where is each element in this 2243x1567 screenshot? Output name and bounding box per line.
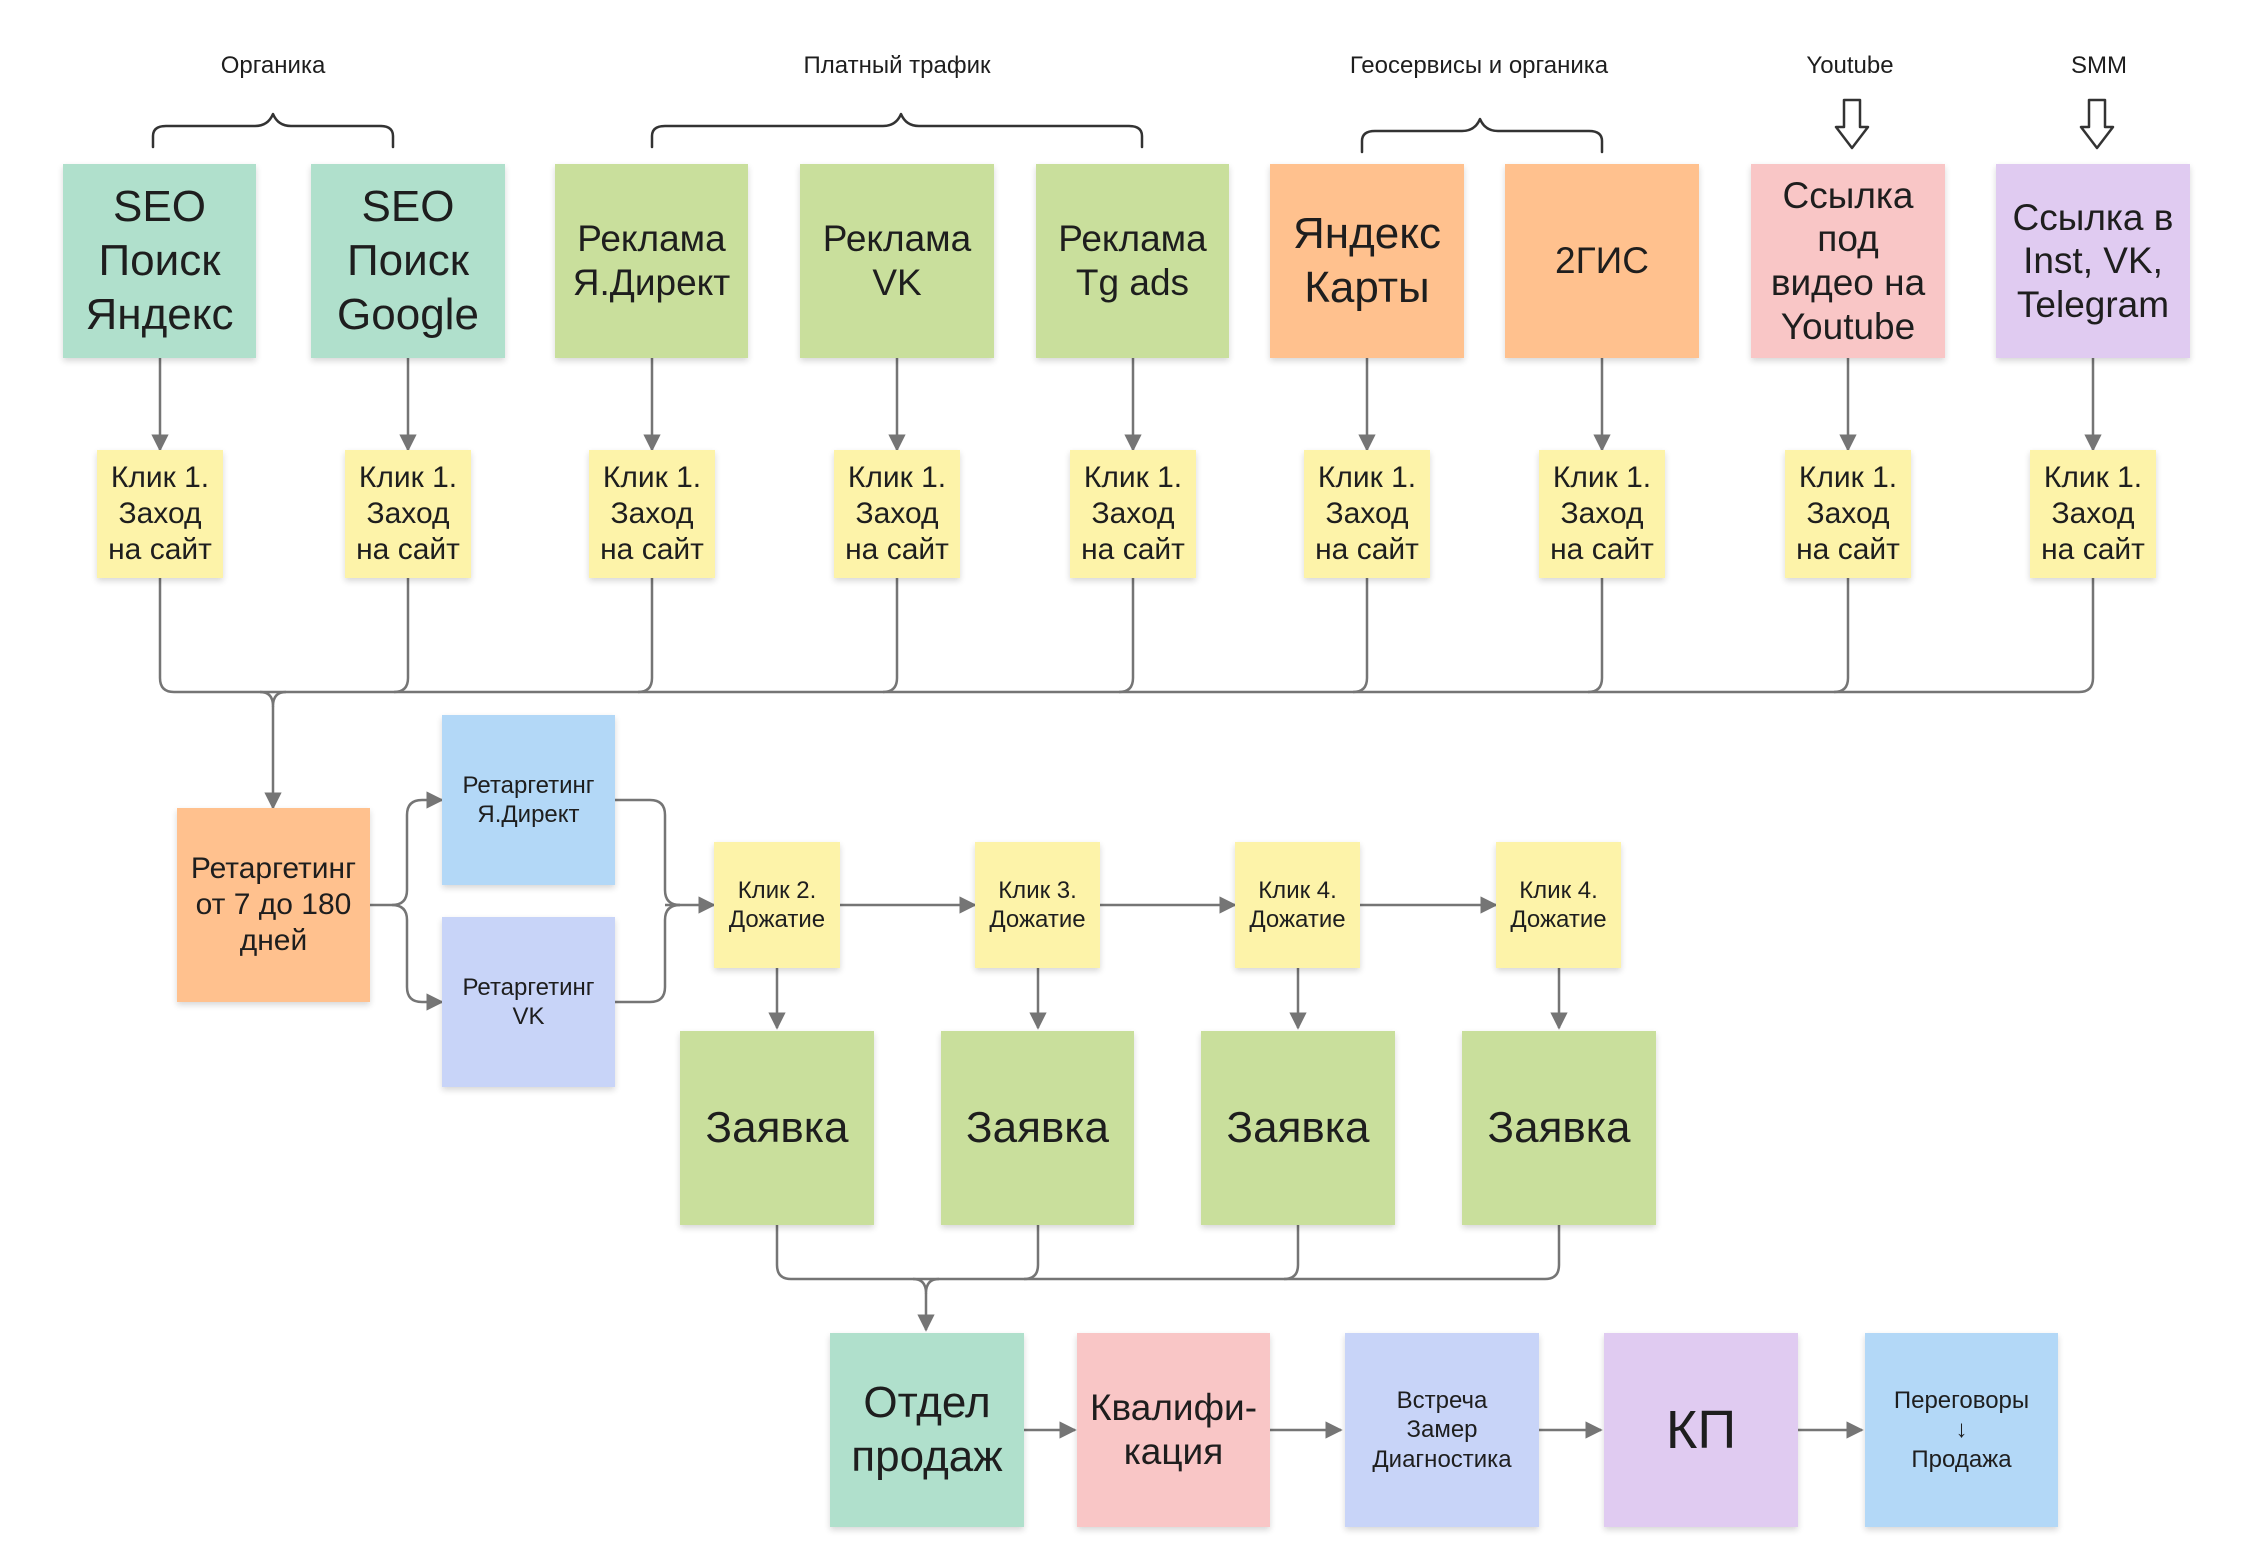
followup-click4b: Клик 4. Дожатие bbox=[1496, 842, 1621, 968]
click1-note: Клик 1. Заход на сайт bbox=[589, 450, 715, 578]
merge-drop bbox=[882, 578, 899, 694]
retarget-main: Ретаргетинг от 7 до 180 дней bbox=[177, 808, 370, 1002]
source-youtube-link: Ссылка под видео на Youtube bbox=[1751, 164, 1945, 358]
source-seo-google: SEO Поиск Google bbox=[311, 164, 505, 358]
sales-department: Отдел продаж bbox=[830, 1333, 1024, 1527]
merge-drop bbox=[1118, 578, 1135, 694]
join-retarget-yandex bbox=[615, 798, 681, 907]
group-label-youtube: Youtube bbox=[1806, 52, 1894, 79]
group-label-organic: Органика bbox=[220, 52, 326, 79]
youtube-arrow-icon bbox=[1834, 98, 1870, 150]
click1-note: Клик 1. Заход на сайт bbox=[834, 450, 960, 578]
sales-kp: КП bbox=[1604, 1333, 1798, 1527]
click1-note: Клик 1. Заход на сайт bbox=[1785, 450, 1911, 578]
source-seo-yandex: SEO Поиск Яндекс bbox=[63, 164, 256, 358]
retarget-yandex: Ретаргетинг Я.Директ bbox=[442, 715, 615, 885]
lead-note: Заявка bbox=[680, 1031, 874, 1225]
click1-note: Клик 1. Заход на сайт bbox=[2030, 450, 2156, 578]
click1-note: Клик 1. Заход на сайт bbox=[1070, 450, 1196, 578]
merge-drop bbox=[637, 578, 654, 694]
retarget-vk: Ретаргетинг VK bbox=[442, 917, 615, 1087]
merge-junction bbox=[259, 690, 287, 708]
sales-meeting: Встреча Замер Диагностика bbox=[1345, 1333, 1539, 1527]
source-yandex-maps: Яндекс Карты bbox=[1270, 164, 1464, 358]
join-retarget-vk bbox=[615, 903, 681, 1004]
merge-bus-click1 bbox=[158, 578, 2095, 694]
source-ads-yandex: Реклама Я.Директ bbox=[555, 164, 748, 358]
merge-drop bbox=[393, 578, 410, 694]
lead-note: Заявка bbox=[941, 1031, 1134, 1225]
click1-note: Клик 1. Заход на сайт bbox=[1539, 450, 1665, 578]
brace-organic bbox=[151, 112, 395, 149]
merge-drop bbox=[1587, 578, 1604, 694]
group-label-smm: SMM bbox=[2071, 52, 2127, 79]
group-label-geo: Геосервисы и органика bbox=[1349, 52, 1609, 79]
smm-arrow-icon bbox=[2079, 98, 2115, 150]
click1-note: Клик 1. Заход на сайт bbox=[345, 450, 471, 578]
followup-click2: Клик 2. Дожатие bbox=[714, 842, 840, 968]
brace-geo bbox=[1360, 117, 1604, 154]
sales-qualification: Квалифи- кация bbox=[1077, 1333, 1270, 1527]
followup-click4: Клик 4. Дожатие bbox=[1235, 842, 1360, 968]
click1-note: Клик 1. Заход на сайт bbox=[97, 450, 223, 578]
click1-note: Клик 1. Заход на сайт bbox=[1304, 450, 1430, 578]
split-retarget-yandex bbox=[370, 791, 444, 907]
brace-paid bbox=[650, 112, 1144, 149]
merge-bus-leads bbox=[775, 1225, 1561, 1281]
followup-click3: Клик 3. Дожатие bbox=[975, 842, 1100, 968]
split-retarget-vk bbox=[391, 903, 444, 1011]
source-2gis: 2ГИС bbox=[1505, 164, 1699, 358]
group-label-paid: Платный трафик bbox=[803, 52, 991, 79]
source-smm-link: Ссылка в Inst, VK, Telegram bbox=[1996, 164, 2190, 358]
merge-junction bbox=[912, 1277, 940, 1295]
lead-note: Заявка bbox=[1462, 1031, 1656, 1225]
merge-drop bbox=[1352, 578, 1369, 694]
source-ads-tg: Реклама Tg ads bbox=[1036, 164, 1229, 358]
merge-drop bbox=[1023, 1225, 1040, 1281]
merge-drop bbox=[1833, 578, 1850, 694]
lead-note: Заявка bbox=[1201, 1031, 1395, 1225]
sales-negotiation: Переговоры ↓ Продажа bbox=[1865, 1333, 2058, 1527]
source-ads-vk: Реклама VK bbox=[800, 164, 994, 358]
merge-drop bbox=[1283, 1225, 1300, 1281]
